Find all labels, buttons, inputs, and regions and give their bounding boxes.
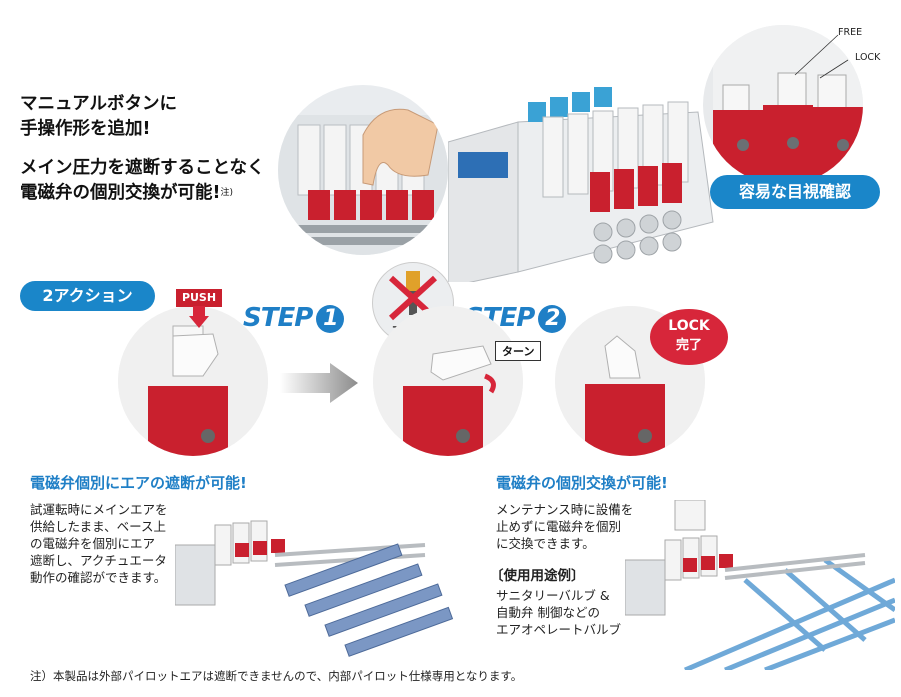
headline-note-mark: 注) [220, 188, 233, 198]
headline: マニュアルボタンに 手操作形を追加! メイン圧力を遮断することなく 電磁弁の個別… [20, 92, 320, 220]
pipeline-system-illustration [624, 499, 897, 673]
hand-operation-illustration [278, 108, 448, 255]
lock-done-line2: 完了 [675, 338, 702, 353]
inset-leader-lines [794, 34, 849, 79]
right-body-line: メンテナンス時に設備を [496, 502, 634, 517]
actuator-system-illustration [174, 520, 454, 657]
right-body-line: に交換できます。 [496, 536, 595, 551]
left-section-title: 電磁弁個別にエアの遮断が可能! [30, 474, 247, 492]
headline-line1: マニュアルボタンに [20, 94, 177, 114]
usage-examples: 〔使用用途例〕 サニタリーバルブ & 自動弁 制御などの エアオペレートバルブ [490, 568, 650, 638]
right-section-title: 電磁弁の個別交換が可能! [496, 474, 668, 492]
headline-line3: メイン圧力を遮断することなく [20, 158, 265, 178]
usage-line: 自動弁 制御などの [496, 605, 600, 620]
free-label: FREE [838, 27, 863, 38]
step2-number: 2 [538, 304, 567, 333]
step1-number: 1 [316, 304, 345, 333]
step2-turn-photo [373, 306, 523, 456]
lock-done-bubble: LOCK 完了 [650, 309, 728, 365]
visual-check-badge: 容易な目視確認 [710, 175, 880, 209]
actuator-system-photo [174, 505, 475, 665]
valve-manifold-illustration [447, 87, 714, 288]
headline-line2: 手操作形を追加! [20, 119, 151, 139]
left-body-line: の電磁弁を個別にエア [30, 536, 156, 551]
step1-push-photo [118, 306, 268, 456]
push-label-text: PUSH [181, 291, 217, 304]
left-body-line: 動作の確認ができます。 [30, 570, 167, 585]
push-arrow-icon [189, 306, 209, 328]
usage-title: 〔使用用途例〕 [490, 568, 585, 584]
right-section-body: メンテナンス時に設備を 止めずに電磁弁を個別 に交換できます。 [496, 501, 656, 552]
left-body-line: 供給したまま、ベース上 [30, 519, 167, 534]
left-body-line: 遮断し、アクチュエータ [30, 553, 167, 568]
left-body-line: 試運転時にメインエアを [30, 502, 168, 517]
lock-done-line1: LOCK [668, 318, 710, 334]
left-section-body: 試運転時にメインエアを 供給したまま、ベース上 の電磁弁を個別にエア 遮断し、ア… [30, 501, 205, 586]
step-arrow-icon [280, 363, 358, 403]
push-label: PUSH [176, 289, 222, 307]
push-button-illustration [118, 306, 268, 456]
two-action-badge: 2アクション [20, 281, 155, 311]
turn-button-illustration [373, 306, 523, 456]
footnote: 注）本製品は外部パイロットエアは遮断できませんので、内部パイロット仕様専用となり… [30, 669, 523, 683]
lock-label: LOCK [855, 52, 881, 63]
pipeline-system-photo [624, 499, 897, 673]
usage-line: エアオペレートバルブ [496, 622, 622, 637]
right-body-line: 止めずに電磁弁を個別 [496, 519, 622, 534]
hand-operation-photo [278, 85, 448, 255]
valve-manifold-photo [447, 82, 718, 288]
turn-label: ターン [495, 341, 542, 361]
usage-line: サニタリーバルブ & [496, 588, 610, 603]
step1-word: STEP [243, 303, 313, 333]
headline-line4: 電磁弁の個別交換が可能! [20, 183, 221, 203]
